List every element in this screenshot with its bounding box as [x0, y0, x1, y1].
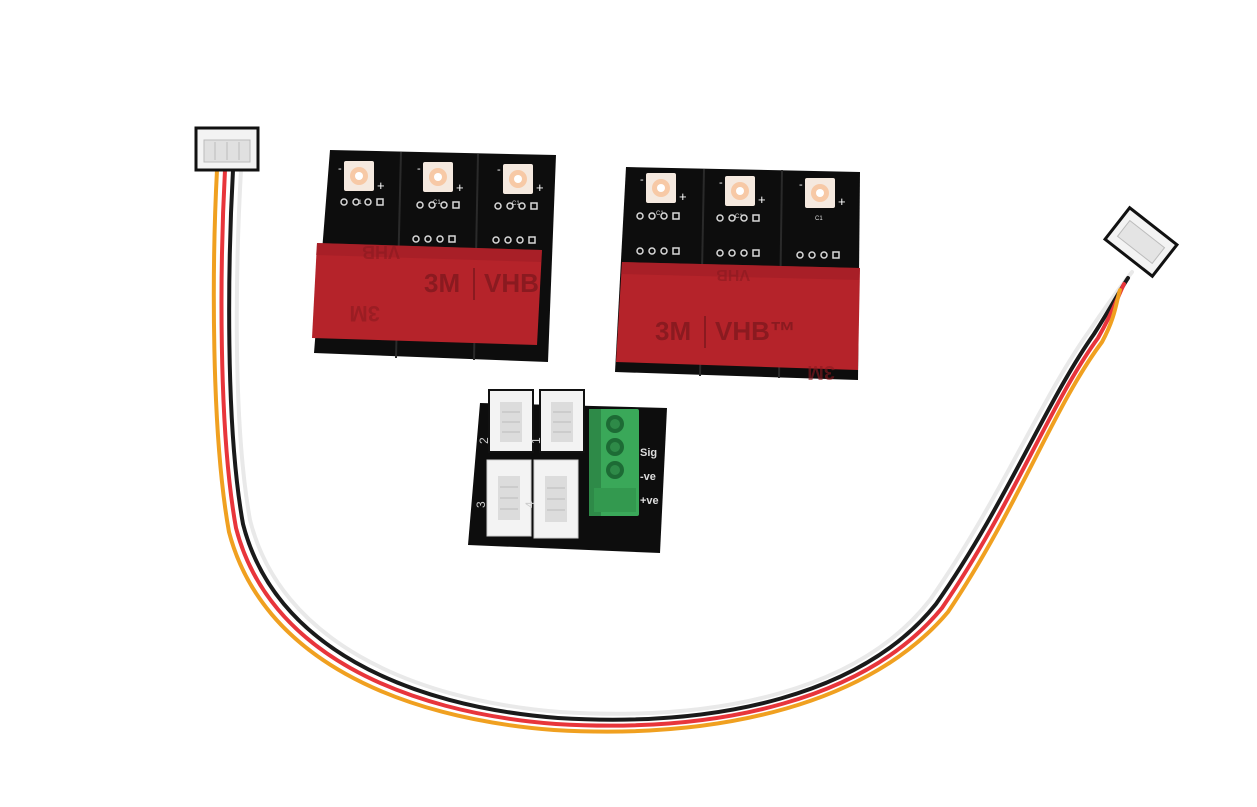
- led-1-2: - + C1: [417, 162, 464, 206]
- adhesive-tape: [312, 243, 542, 345]
- led-marking: C1: [433, 200, 441, 206]
- led-1-3: - + C1: [497, 164, 544, 207]
- led-marking: C1: [656, 211, 664, 217]
- wire-white: [234, 168, 1134, 716]
- port-label-2: 2: [477, 437, 491, 444]
- led-2-3: - + C1: [799, 178, 846, 222]
- led-minus: -: [338, 163, 342, 175]
- svg-text:3M: 3M: [349, 301, 380, 326]
- jst-port-3: [486, 459, 532, 537]
- wire-yellow: [211, 168, 1122, 734]
- led-plus: +: [536, 180, 544, 195]
- led-marking: C1: [735, 214, 743, 220]
- cable-connector-right: [1102, 205, 1180, 279]
- port-label-4: 4: [523, 501, 537, 508]
- led-2-2: - + C1: [719, 176, 766, 220]
- solder-pads: [340, 198, 538, 244]
- led-plus: +: [456, 180, 464, 195]
- led-minus: -: [640, 174, 644, 186]
- adhesive-tape: [616, 262, 860, 370]
- jst-port-2: [488, 389, 534, 453]
- jst-port-1: [539, 389, 585, 453]
- ribbon-cable: [211, 168, 1134, 734]
- screw-terminal: [589, 409, 639, 516]
- hub-board: 2 1 3 4 Sig -ve +ve: [468, 389, 667, 553]
- led-strip-1: - + C1 - + C1 - + C1: [312, 150, 556, 362]
- terminal-label-plus: +ve: [640, 495, 659, 507]
- wire-black: [227, 168, 1130, 722]
- jst-port-4: [533, 459, 579, 539]
- svg-text:3M: 3M: [807, 361, 835, 383]
- tape-brand: 3M: [424, 268, 460, 298]
- terminal-label-sig: Sig: [640, 447, 657, 459]
- svg-text:VHB: VHB: [716, 266, 750, 283]
- solder-pads: [636, 212, 840, 259]
- led-marking: C1: [815, 216, 823, 222]
- led-plus: +: [838, 194, 846, 209]
- wire-red: [219, 168, 1126, 728]
- led-minus: -: [417, 163, 421, 175]
- led-minus: -: [799, 179, 803, 191]
- led-1-1: - + C1: [338, 161, 385, 206]
- led-plus: +: [679, 189, 687, 204]
- port-label-3: 3: [474, 501, 488, 508]
- led-minus: -: [497, 164, 501, 176]
- svg-text:VHB: VHB: [362, 242, 400, 262]
- cable-connector-left: [194, 126, 260, 172]
- tape-product: VHB: [484, 268, 539, 298]
- led-strip-2: - + C1 - + C1 - + C1 3M: [615, 167, 860, 383]
- terminal-label-minus: -ve: [640, 471, 656, 483]
- led-minus: -: [719, 177, 723, 189]
- tape-brand: 3M: [655, 316, 691, 346]
- led-plus: +: [377, 178, 385, 193]
- led-plus: +: [758, 192, 766, 207]
- led-2-1: - + C1: [640, 173, 687, 217]
- tape-product: VHB™: [715, 316, 796, 346]
- led-marking: C1: [512, 201, 520, 207]
- port-label-1: 1: [529, 437, 543, 444]
